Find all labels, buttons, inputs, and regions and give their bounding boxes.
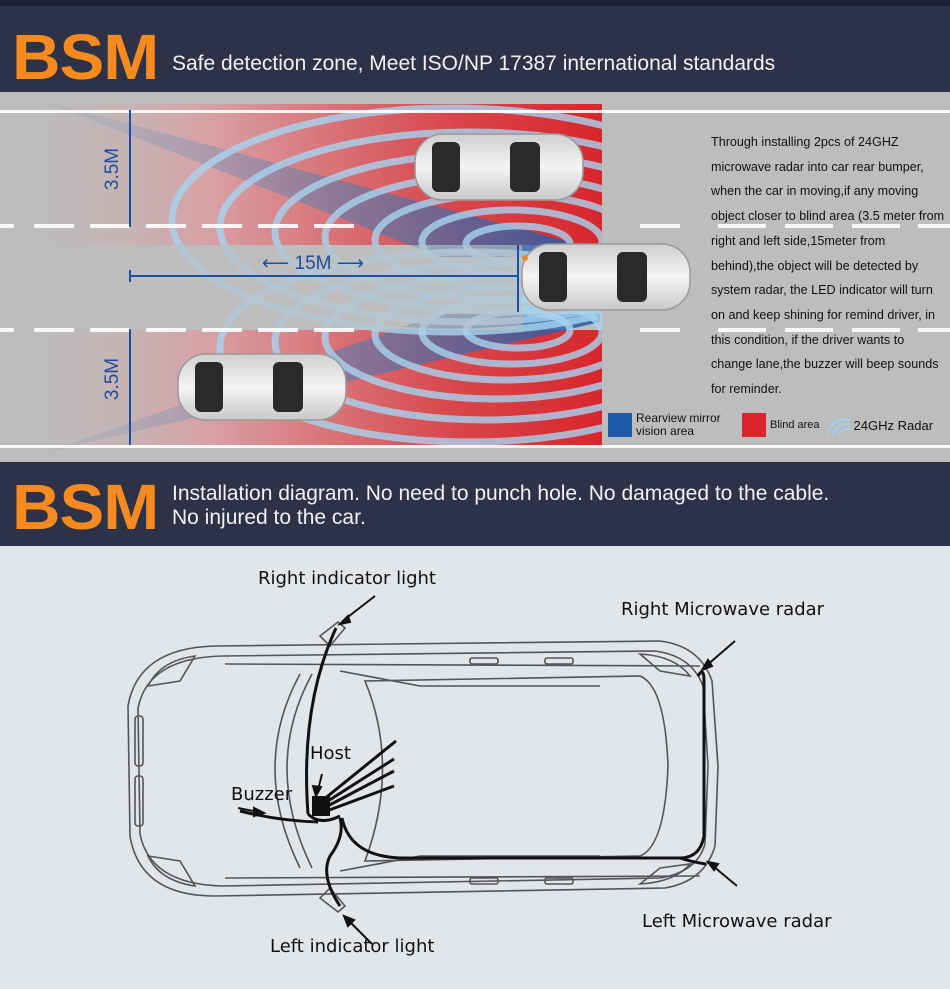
car-top-lane xyxy=(414,133,584,201)
section-heading-installation: Installation diagram. No need to punch h… xyxy=(172,482,830,529)
bsm-logo: BSM xyxy=(12,21,159,93)
car-bottom-lane xyxy=(177,353,347,421)
car-outline-drawing xyxy=(127,595,738,945)
bsm-description: Through installing 2pcs of 24GHZ microwa… xyxy=(711,135,945,397)
wiring-harness xyxy=(239,627,707,907)
side-distance-top-label: 3.5M xyxy=(102,147,124,191)
car-middle-lane-own xyxy=(521,243,691,311)
red-swatch-icon xyxy=(742,413,766,437)
detection-zone-diagram: 3.5M 3.5M ⟵ 15M ⟶ Through installing 2pc… xyxy=(0,92,950,462)
bsm-logo: BSM xyxy=(12,471,159,543)
blue-swatch-icon xyxy=(608,413,632,437)
lane-dashes xyxy=(0,224,950,332)
section-heading-detection: Safe detection zone, Meet ISO/NP 17387 i… xyxy=(172,52,776,75)
legend-item-blind: Blind area xyxy=(742,413,820,437)
rear-distance-label: ⟵ 15M ⟶ xyxy=(262,253,364,274)
legend-item-radar: 24GHz Radar xyxy=(826,413,933,437)
legend: Rearview mirror vision area Blind area 2… xyxy=(608,410,939,440)
road-edge-top xyxy=(0,110,950,113)
road-edge-bottom xyxy=(0,445,950,448)
banner-installation: BSM Installation diagram. No need to pun… xyxy=(0,462,950,546)
radar-wave-icon xyxy=(826,418,850,436)
banner-detection-zone: BSM Safe detection zone, Meet ISO/NP 173… xyxy=(0,0,950,93)
legend-label: Blind area xyxy=(770,418,820,431)
callout-left-microwave-radar: Left Microwave radar xyxy=(642,911,832,932)
callout-arrows xyxy=(237,595,738,945)
callout-host: Host xyxy=(310,743,351,764)
host-unit xyxy=(312,796,330,816)
legend-item-mirror: Rearview mirror vision area xyxy=(608,412,736,438)
callout-right-indicator-light: Right indicator light xyxy=(258,568,436,589)
callout-buzzer: Buzzer xyxy=(231,784,293,805)
installation-diagram: Right indicator light Right Microwave ra… xyxy=(0,546,950,989)
side-distance-bottom-label: 3.5M xyxy=(102,357,124,401)
legend-label: Rearview mirror vision area xyxy=(636,411,721,438)
callout-left-indicator-light: Left indicator light xyxy=(270,936,435,957)
legend-label: 24GHz Radar xyxy=(853,417,934,433)
callout-right-microwave-radar: Right Microwave radar xyxy=(621,599,825,620)
dimension-lines xyxy=(129,110,519,445)
car-body-outline xyxy=(127,620,719,914)
road-illustration xyxy=(0,92,950,462)
